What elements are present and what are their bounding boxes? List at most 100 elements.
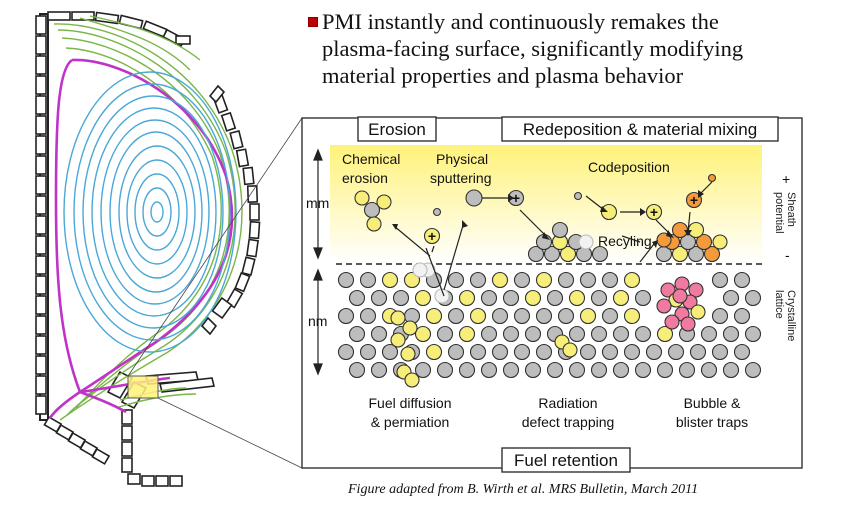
mixed-atom	[671, 245, 689, 263]
redeposition-label: Redeposition & material mixing	[523, 120, 757, 139]
arrow-heads	[392, 190, 704, 248]
lattice-atom	[579, 307, 597, 325]
lattice-atom	[546, 361, 564, 379]
lattice-atom	[601, 307, 619, 325]
lattice-atom	[491, 343, 509, 361]
lattice-atom	[700, 361, 718, 379]
headline: PMI instantly and continuously remakes t…	[308, 8, 842, 89]
ion-charge: +	[428, 228, 436, 244]
released-atom	[412, 262, 428, 278]
lattice-atom	[381, 343, 399, 361]
lattice-atom	[502, 325, 520, 343]
lattice-atom	[711, 343, 729, 361]
lattice-atom	[744, 325, 762, 343]
lattice-atom	[469, 307, 487, 325]
lattice-atom	[348, 325, 366, 343]
lattice-atom	[634, 325, 652, 343]
lattice-atom	[535, 271, 553, 289]
lattice-atom	[689, 343, 707, 361]
lattice-atom	[513, 307, 531, 325]
headline-line-3: material properties and plasma behavior	[322, 63, 684, 88]
ion-charge: +	[512, 190, 520, 206]
lattice-atom	[458, 361, 476, 379]
lattice-atom	[370, 361, 388, 379]
bubble-atom	[690, 304, 706, 320]
lattice-atom	[337, 343, 355, 361]
lattice-atom	[623, 343, 641, 361]
redeposited-atom	[591, 245, 609, 263]
trapped-fuel-atom	[562, 342, 578, 358]
bubble-atom	[680, 316, 696, 332]
lattice-atom	[733, 307, 751, 325]
lattice-atom	[601, 271, 619, 289]
ion-icon: +	[423, 227, 441, 245]
fuel-diffusion-label: Fuel diffusion& permiation	[368, 395, 451, 430]
lattice-atom	[337, 271, 355, 289]
ion-atom	[645, 203, 663, 221]
lower-wall-tiles	[43, 415, 111, 465]
lattice-atom	[381, 271, 399, 289]
small-particle	[707, 173, 717, 183]
zoom-panel: Erosion Redeposition & material mixing F…	[301, 116, 803, 473]
flux-surfaces	[63, 71, 237, 353]
lattice-atom	[634, 361, 652, 379]
lattice-atom	[524, 325, 542, 343]
lattice-atom	[722, 289, 740, 307]
lattice-atom	[568, 289, 586, 307]
lattice-atom	[491, 307, 509, 325]
lattice-atom	[579, 271, 597, 289]
separatrix	[48, 58, 234, 419]
outer-wall-tiles	[211, 93, 261, 320]
lattice-atom	[403, 271, 421, 289]
mm-label: mm	[306, 195, 329, 211]
lattice-atom	[612, 289, 630, 307]
redeposited-atom	[543, 245, 561, 263]
ion-atom	[423, 227, 441, 245]
eroded-atom	[354, 190, 370, 206]
headline-line-1: PMI instantly and continuously remakes t…	[322, 9, 719, 34]
crystal-lattice	[337, 262, 762, 388]
bubble-atom	[672, 288, 688, 304]
sputtered-atom	[465, 189, 483, 207]
lattice-atom	[436, 325, 454, 343]
erosion-label: Erosion	[368, 120, 426, 139]
bubble-atom	[660, 282, 676, 298]
lattice-atom	[623, 271, 641, 289]
lattice-atom	[656, 361, 674, 379]
lattice-atom	[667, 343, 685, 361]
lattice-atom	[447, 343, 465, 361]
zoom-region	[127, 375, 159, 399]
recycled-atom	[578, 234, 594, 250]
lattice-atom	[557, 307, 575, 325]
lattice-atom	[458, 289, 476, 307]
eroded-atom	[376, 194, 392, 210]
lattice-atom	[557, 271, 575, 289]
sheath-potential-label: Sheathpotential	[773, 192, 797, 234]
lattice-atom	[348, 289, 366, 307]
fuel-retention-label: Fuel retention	[514, 451, 618, 470]
bubble-atom	[664, 314, 680, 330]
lattice-atom	[359, 343, 377, 361]
lattice-atom	[722, 325, 740, 343]
mixed-atom	[712, 234, 728, 250]
lattice-atom	[414, 325, 432, 343]
lattice-atom	[348, 361, 366, 379]
lattice-atom	[370, 325, 388, 343]
lattice-atom	[480, 361, 498, 379]
ion-charge: +	[650, 204, 658, 220]
fuel-atom	[390, 332, 406, 348]
redeposited-atom	[559, 245, 577, 263]
ion-icon: +	[685, 191, 703, 209]
lattice-atom	[370, 289, 388, 307]
lattice-atom	[502, 361, 520, 379]
lattice-atom	[678, 361, 696, 379]
lattice-atom	[568, 361, 586, 379]
fuel-atom	[404, 372, 420, 388]
lattice-atom	[744, 361, 762, 379]
lattice-atom	[612, 325, 630, 343]
lattice-atom	[634, 289, 652, 307]
lattice-atom	[711, 271, 729, 289]
